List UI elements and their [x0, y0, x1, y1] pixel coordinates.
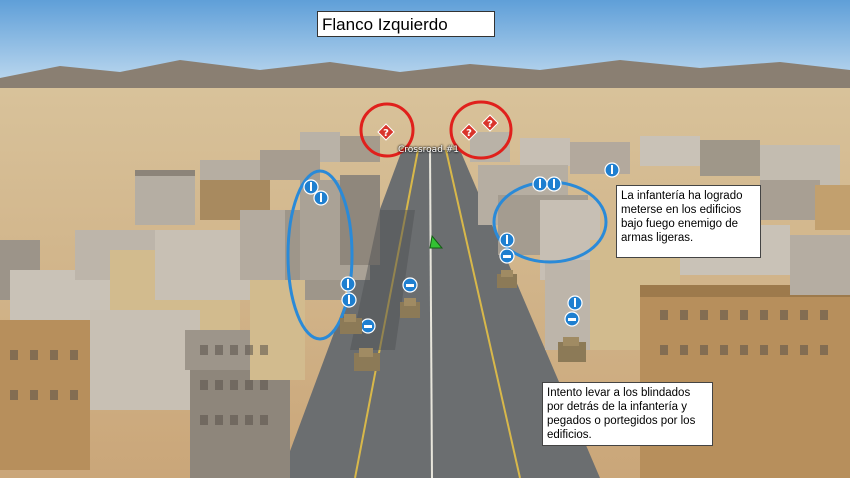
- infantry-icon[interactable]: [604, 162, 620, 178]
- svg-text:?: ?: [466, 128, 472, 139]
- annotation-note-armor: Intento levar a los blindados por detrás…: [542, 382, 713, 446]
- question-mark-icon[interactable]: ?: [377, 123, 395, 141]
- main-road: [280, 150, 600, 478]
- infantry-icon[interactable]: [303, 179, 319, 195]
- infantry-icon[interactable]: [313, 190, 329, 206]
- road-shadow: [350, 210, 415, 350]
- tank-model[interactable]: [558, 337, 586, 362]
- svg-text:?: ?: [383, 128, 389, 139]
- tank-icon[interactable]: [499, 248, 515, 264]
- infantry-icon[interactable]: [546, 176, 562, 192]
- mission-title: Flanco Izquierdo: [317, 11, 495, 37]
- infantry-left-ellipse: [286, 169, 354, 341]
- infantry-icon[interactable]: [567, 295, 583, 311]
- infantry-icon[interactable]: [499, 232, 515, 248]
- building-windows: [10, 310, 828, 425]
- enemy-zone-right-circle: [449, 100, 513, 160]
- infantry-icon[interactable]: [341, 292, 357, 308]
- infantry-icon[interactable]: [340, 276, 356, 292]
- question-mark-icon[interactable]: ?: [460, 123, 478, 141]
- enemy-zone-left-circle: [359, 102, 415, 158]
- tank-model[interactable]: [354, 348, 380, 371]
- annotation-note-infantry: La infantería ha logrado meterse en los …: [616, 185, 761, 258]
- question-mark-icon[interactable]: ?: [481, 114, 499, 132]
- infantry-icon[interactable]: [532, 176, 548, 192]
- tank-icon[interactable]: [564, 311, 580, 327]
- player-cursor-icon[interactable]: [429, 234, 444, 249]
- tank-model[interactable]: [340, 314, 362, 334]
- left-buildings: [0, 170, 380, 478]
- tank-model[interactable]: [400, 298, 420, 318]
- road-line-center: [429, 149, 433, 478]
- svg-text:?: ?: [487, 119, 493, 130]
- tank-icon[interactable]: [360, 318, 376, 334]
- road-line-right: [445, 149, 521, 478]
- tank-model[interactable]: [497, 270, 517, 288]
- distant-buildings: [200, 132, 840, 194]
- mountains: [0, 60, 850, 95]
- waypoint-label: Crossroad #1: [398, 145, 460, 155]
- tank-icon[interactable]: [402, 277, 418, 293]
